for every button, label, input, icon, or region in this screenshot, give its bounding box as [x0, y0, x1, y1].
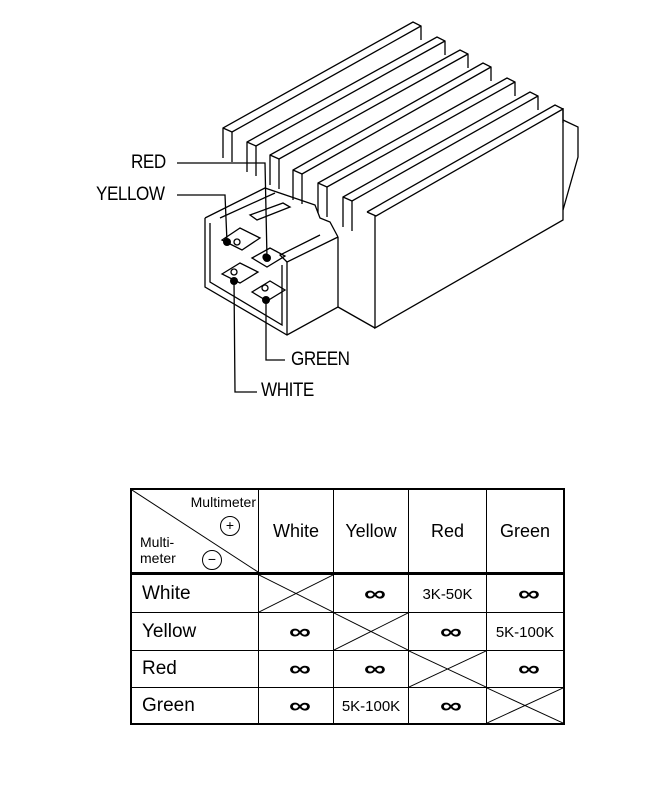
- cross-mark: [409, 651, 486, 687]
- fin-edge: [317, 81, 516, 188]
- infinity-value: ∞: [363, 580, 386, 606]
- resistance-value: 5K-100K: [495, 624, 555, 641]
- infinity-value: ∞: [288, 618, 311, 644]
- infinity-value: ∞: [440, 692, 462, 718]
- value-cell: ∞: [408, 687, 487, 725]
- label-red: RED: [131, 152, 166, 173]
- minus-icon: −: [202, 550, 222, 570]
- fin: [246, 36, 446, 172]
- cross-mark: [487, 688, 563, 723]
- not-applicable-cell: [333, 612, 409, 651]
- cross-mark: [259, 575, 333, 612]
- infinity-value: ∞: [288, 656, 311, 681]
- fin: [342, 91, 539, 227]
- value-cell: 3K-50K: [408, 573, 487, 613]
- corner-top-label: Multimeter: [190, 494, 256, 510]
- header-row: Multimeter + Multi-meter − White Yellow …: [130, 488, 565, 574]
- table-row: Green ∞ 5K-100K ∞: [130, 687, 565, 725]
- diagonal-line: [132, 490, 258, 572]
- resistance-value: 5K-100K: [341, 698, 401, 715]
- infinity-value: ∞: [288, 692, 311, 718]
- heat-sink-fins: [222, 21, 564, 231]
- value-cell: 5K-100K: [486, 612, 565, 651]
- table-row: Red ∞ ∞ ∞: [130, 650, 565, 688]
- terminals: [220, 227, 287, 302]
- fin: [269, 49, 469, 185]
- fin-edge: [246, 40, 446, 147]
- table-row: Yellow ∞ ∞ 5K-100K: [130, 612, 565, 651]
- value-cell: ∞: [258, 687, 334, 725]
- leader-lines: [177, 162, 285, 393]
- fin: [292, 62, 492, 200]
- infinity-value: ∞: [517, 580, 540, 606]
- row-header: Yellow: [130, 612, 259, 651]
- resistance-table: Multimeter + Multi-meter − White Yellow …: [130, 488, 565, 725]
- not-applicable-cell: [486, 687, 565, 725]
- infinity-value: ∞: [363, 656, 386, 681]
- fin-edge: [342, 95, 539, 202]
- cross-mark: [334, 613, 408, 650]
- corner-cell: Multimeter + Multi-meter −: [130, 488, 259, 574]
- value-cell: ∞: [486, 573, 565, 613]
- not-applicable-cell: [408, 650, 487, 688]
- table-row: White ∞ 3K-50K ∞: [130, 573, 565, 613]
- value-cell: ∞: [333, 573, 409, 613]
- not-applicable-cell: [258, 573, 334, 613]
- column-header: White: [258, 488, 334, 574]
- plus-icon: +: [220, 516, 240, 536]
- fin-edge: [366, 108, 564, 217]
- row-header: White: [130, 573, 259, 613]
- fin-edge: [222, 25, 422, 133]
- value-cell: ∞: [333, 650, 409, 688]
- row-header: Red: [130, 650, 259, 688]
- value-cell: ∞: [408, 612, 487, 651]
- column-header: Green: [486, 488, 565, 574]
- infinity-value: ∞: [440, 618, 462, 644]
- value-cell: ∞: [258, 650, 334, 688]
- label-yellow: YELLOW: [96, 184, 165, 205]
- regulator-drawing: [177, 21, 579, 393]
- label-white: WHITE: [261, 380, 314, 401]
- column-header: Red: [408, 488, 487, 574]
- corner-bottom-label: Multi-meter: [140, 534, 176, 566]
- row-header: Green: [130, 687, 259, 725]
- fin: [317, 77, 516, 213]
- value-cell: ∞: [258, 612, 334, 651]
- wire-dots: [223, 238, 271, 304]
- resistance-value: 3K-50K: [422, 586, 473, 603]
- value-cell: ∞: [486, 650, 565, 688]
- value-cell: 5K-100K: [333, 687, 409, 725]
- label-green: GREEN: [291, 349, 350, 370]
- column-header: Yellow: [333, 488, 409, 574]
- infinity-value: ∞: [517, 656, 540, 681]
- fin: [222, 21, 422, 158]
- regulator-body: [204, 108, 579, 336]
